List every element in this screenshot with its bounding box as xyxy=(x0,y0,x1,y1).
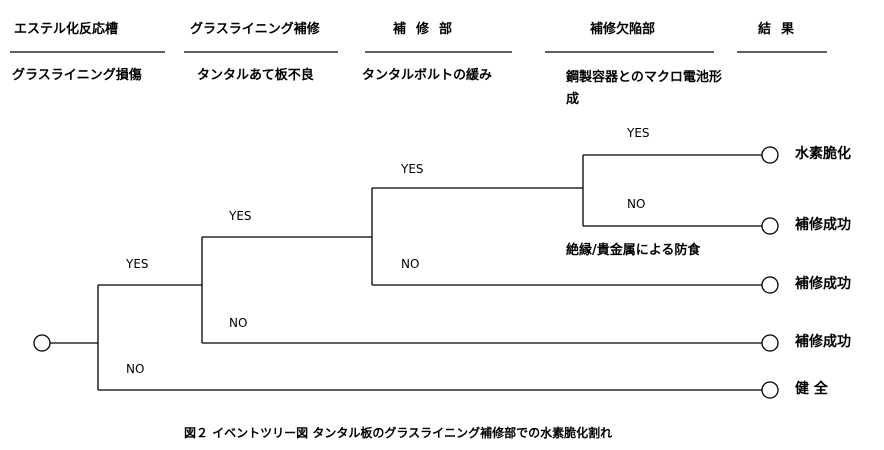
branch-label-no: NO xyxy=(229,316,248,330)
condition-note: 絶縁/貴金属による防食 xyxy=(566,243,701,258)
branch-label-no: NO xyxy=(627,197,646,211)
end-node xyxy=(761,381,779,399)
end-node xyxy=(761,146,779,164)
branch-label-yes: YES xyxy=(401,162,424,176)
column-event: タンタルボルトの緩み xyxy=(362,68,493,83)
column-header: 結果 xyxy=(758,22,805,37)
branch-label-yes: YES xyxy=(627,126,650,140)
column-event: 鋼製容器とのマクロ電池形成 xyxy=(566,70,722,107)
column-event: グラスライニング損傷 xyxy=(12,68,142,83)
outcome-label: 健 全 xyxy=(795,381,828,397)
start-node xyxy=(33,334,51,352)
column-header: 補修欠陥部 xyxy=(590,22,656,37)
branch-label-no: NO xyxy=(401,257,420,271)
end-node xyxy=(761,217,779,235)
outcome-label: 補修成功 xyxy=(795,217,851,233)
end-node xyxy=(761,334,779,352)
end-node xyxy=(761,276,779,294)
outcome-label: 補修成功 xyxy=(795,276,851,292)
outcome-label: 水素脆化 xyxy=(795,146,851,162)
column-header: グラスライニング補修 xyxy=(190,22,320,37)
column-header: エステル化反応槽 xyxy=(14,22,119,37)
branch-label-yes: YES xyxy=(126,257,149,271)
branch-label-yes: YES xyxy=(229,209,252,223)
figure-caption: 図２ イベントツリー図 タンタル板のグラスライニング補修部での水素脆化割れ xyxy=(184,426,613,440)
column-event: タンタルあて板不良 xyxy=(197,68,314,83)
column-header: 補修部 xyxy=(393,22,463,37)
branch-label-no: NO xyxy=(126,362,145,376)
outcome-label: 補修成功 xyxy=(795,334,851,350)
